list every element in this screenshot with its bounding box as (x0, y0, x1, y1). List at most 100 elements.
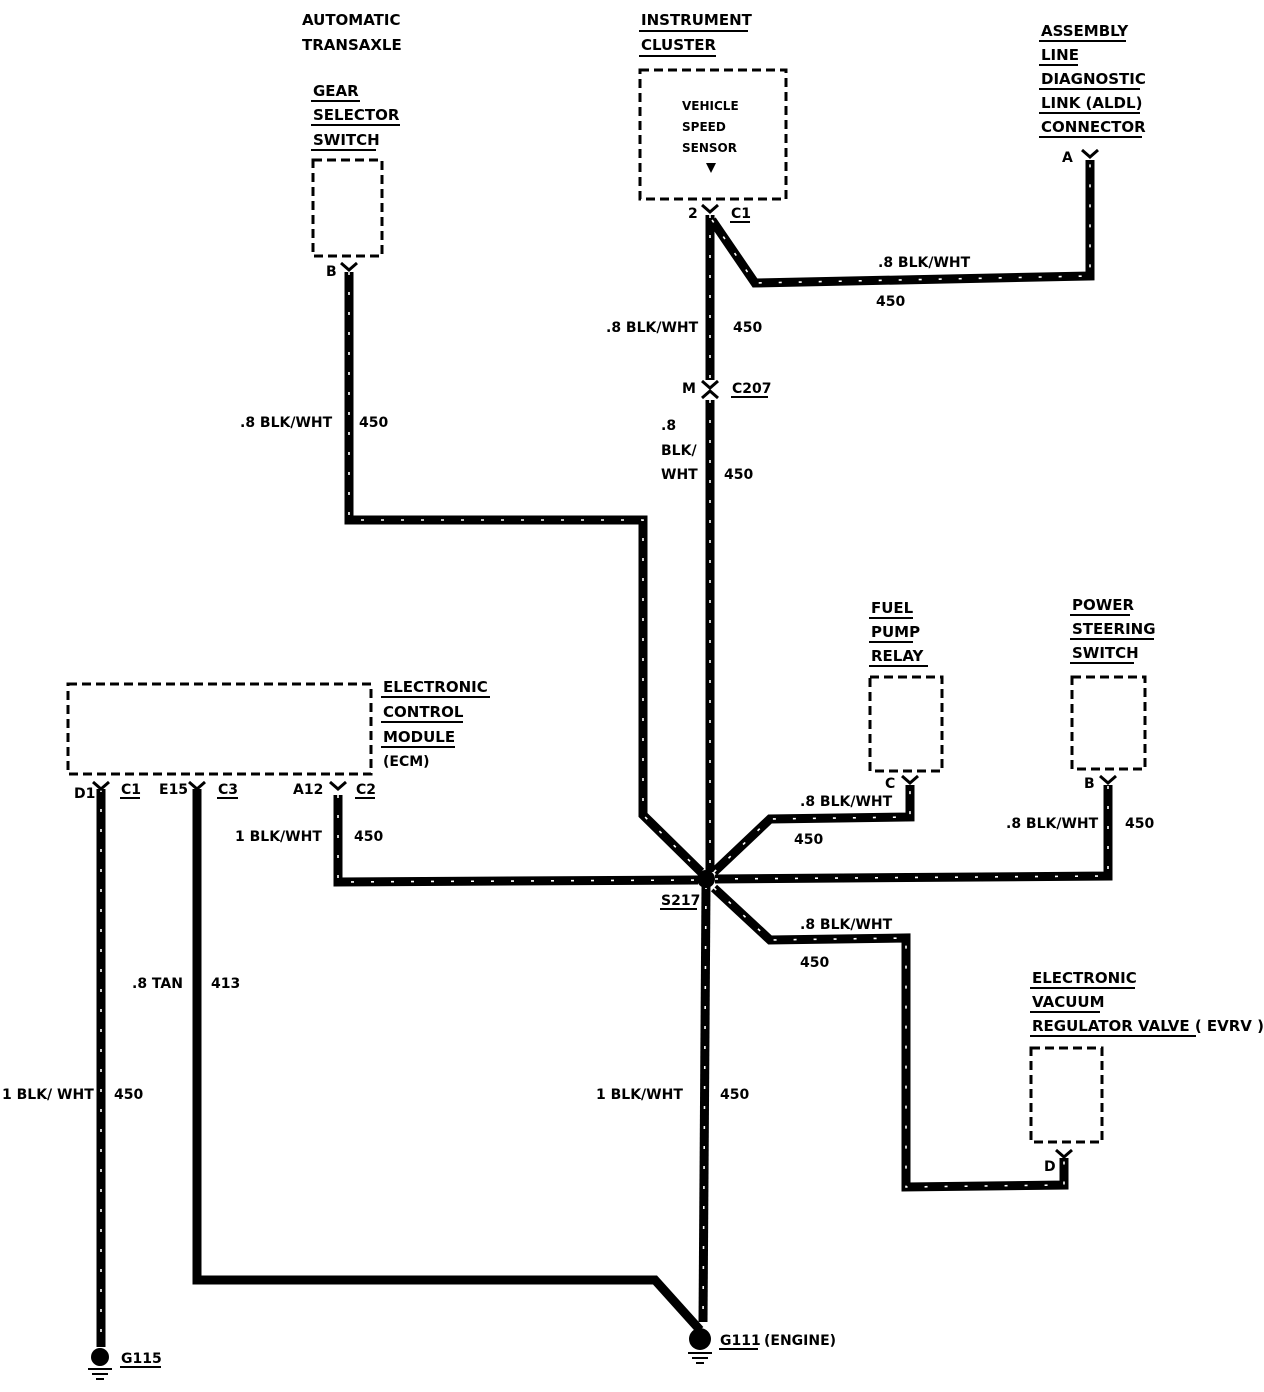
power-steering-label-1: POWER (1072, 596, 1135, 614)
ecm-e15-circuit: 413 (211, 976, 240, 992)
ecm-e15-gauge: .8 TAN (132, 976, 183, 992)
instrument-cluster-label-1: INSTRUMENT (641, 11, 753, 29)
aldl-connector: ASSEMBLY LINE DIAGNOSTIC LINK (ALDL) CON… (1039, 22, 1146, 166)
ecm-e15-terminal (188, 780, 206, 791)
g115-label: G115 (121, 1351, 162, 1367)
fuel-pump-relay-terminal (901, 774, 919, 785)
ecm-a12-gauge: 1 BLK/WHT (235, 829, 322, 845)
wire-splice-to-g111 (698, 885, 711, 1323)
power-steering-label-2: STEERING (1072, 620, 1156, 638)
instrument-cluster-terminal (701, 203, 719, 214)
splice-s217: S217 (660, 870, 715, 910)
evrv-label-1: ELECTRONIC (1032, 969, 1137, 987)
c207-splice-gauge-3: WHT (661, 467, 698, 483)
ecm-d1-pin: D1 (74, 786, 95, 802)
evrv-label-3: REGULATOR VALVE ( EVRV ) (1032, 1017, 1264, 1035)
ecm-d1-circuit: 450 (114, 1087, 143, 1103)
fuel-pump-relay-label-1: FUEL (871, 599, 914, 617)
ecm-label-1: ELECTRONIC (383, 678, 488, 696)
c207-connector-label: C207 (732, 381, 772, 397)
c207-splice-gauge-1: .8 (661, 418, 676, 434)
ecm: ELECTRONIC CONTROL MODULE (ECM) D1 C1 E1… (66, 678, 490, 802)
power-steering-label-3: SWITCH (1072, 644, 1139, 662)
power-steering-switch: POWER STEERING SWITCH B (1070, 596, 1156, 792)
instrument-cluster-pin: 2 (688, 206, 698, 222)
ecm-d1-connector: C1 (121, 782, 141, 798)
g111-ground-dot-icon (689, 1328, 711, 1350)
ecm-a12-terminal (329, 780, 347, 791)
c207-terminal-bottom (701, 389, 719, 400)
gear-selector-label-3: SWITCH (313, 131, 380, 149)
gear-selector-switch-box (311, 158, 384, 258)
ecm-a12-connector: C2 (356, 782, 376, 798)
c207-splice-circuit: 450 (724, 467, 753, 483)
wire-gear-selector (344, 272, 705, 876)
fuel-pump-gauge: .8 BLK/WHT (800, 794, 893, 810)
automatic-transaxle-label: AUTOMATIC TRANSAXLE (302, 11, 402, 54)
gear-selector-label-1: GEAR (313, 82, 359, 100)
aldl-pin: A (1062, 150, 1073, 166)
vss-label-3: SENSOR (682, 141, 737, 155)
instrument-cluster-box (638, 68, 788, 201)
wire-ecm-e15 (192, 789, 704, 1334)
c207-pin: M (682, 381, 696, 397)
gear-selector-gauge: .8 BLK/WHT (240, 415, 333, 431)
ecm-box (66, 682, 373, 776)
power-steering-terminal (1099, 774, 1117, 785)
gear-selector-terminal (340, 261, 358, 272)
evrv-box (1029, 1046, 1104, 1144)
g111-note: (ENGINE) (764, 1333, 836, 1349)
ecm-label-4: (ECM) (383, 754, 430, 770)
instrument-cluster-label-2: CLUSTER (641, 36, 716, 54)
fuel-pump-relay-label-3: RELAY (871, 647, 925, 665)
c207-splice-gauge-2: BLK/ (661, 443, 697, 459)
ecm-label-3: MODULE (383, 728, 455, 746)
evrv: ELECTRONIC VACUUM REGULATOR VALVE ( EVRV… (1029, 969, 1264, 1175)
wires (96, 160, 1113, 1347)
vss-c207-gauge: .8 BLK/WHT (606, 320, 699, 336)
wire-power-steering (714, 785, 1113, 884)
evrv-label-2: VACUUM (1032, 993, 1105, 1011)
vss-label-2: SPEED (682, 120, 726, 134)
ecm-label-2: CONTROL (383, 703, 464, 721)
ecm-e15-pin: E15 (159, 782, 188, 798)
fuel-pump-relay-box (868, 675, 944, 773)
c207-terminal-top (701, 379, 719, 390)
splice-label: S217 (661, 893, 700, 909)
transaxle-line-2: TRANSAXLE (302, 36, 402, 54)
wire-evrv (710, 884, 1069, 1192)
vss-aldl-circuit: 450 (876, 294, 905, 310)
ground-g115: G115 (88, 1348, 162, 1380)
gear-selector-switch: GEAR SELECTOR SWITCH B (311, 82, 400, 280)
wire-ecm-a12 (333, 795, 699, 887)
gear-selector-pin: B (326, 264, 337, 280)
transaxle-line-1: AUTOMATIC (302, 11, 401, 29)
fuel-pump-circuit: 450 (794, 832, 823, 848)
g115-ground-dot-icon (91, 1348, 109, 1366)
splice-dot-icon (697, 870, 715, 888)
fuel-pump-relay: FUEL PUMP RELAY C (868, 599, 944, 792)
instrument-cluster: INSTRUMENT CLUSTER VEHICLE SPEED SENSOR … (638, 11, 788, 223)
ecm-a12-pin: A12 (293, 782, 323, 798)
gear-selector-label-2: SELECTOR (313, 106, 400, 124)
gear-selector-circuit: 450 (359, 415, 388, 431)
splice-g111-circuit: 450 (720, 1087, 749, 1103)
evrv-circuit: 450 (800, 955, 829, 971)
fuel-pump-relay-pin: C (885, 776, 895, 792)
evrv-pin: D (1044, 1159, 1056, 1175)
power-steering-gauge: .8 BLK/WHT (1006, 816, 1099, 832)
evrv-terminal (1055, 1148, 1073, 1159)
instrument-cluster-connector: C1 (731, 206, 751, 222)
vss-label-1: VEHICLE (682, 99, 739, 113)
fuel-pump-relay-label-2: PUMP (871, 623, 920, 641)
vss-c207-circuit: 450 (733, 320, 762, 336)
power-steering-circuit: 450 (1125, 816, 1154, 832)
splice-g111-gauge: 1 BLK/WHT (596, 1087, 683, 1103)
power-steering-switch-box (1070, 675, 1147, 771)
aldl-terminal (1081, 148, 1099, 159)
ecm-a12-circuit: 450 (354, 829, 383, 845)
ecm-d1-terminal (92, 780, 110, 791)
ground-g111: G111 (ENGINE) (688, 1328, 836, 1364)
aldl-label-2: LINE (1041, 46, 1079, 64)
